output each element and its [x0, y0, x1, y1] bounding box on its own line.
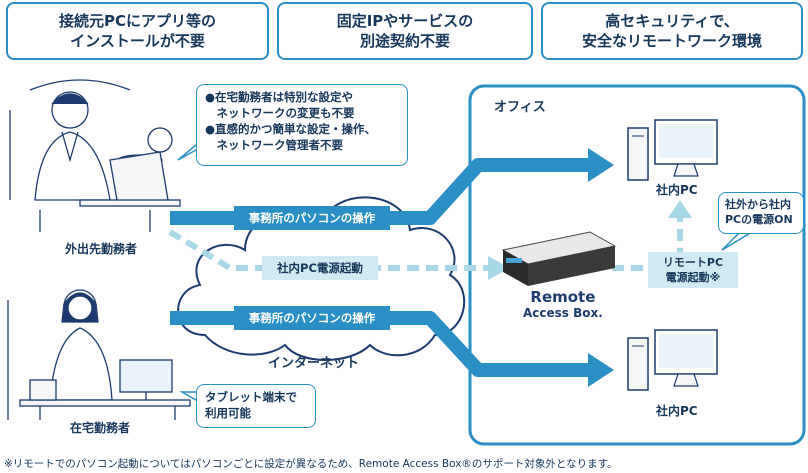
logo-line-2: Access Box. — [523, 306, 603, 320]
remote-access-box-logo: Remote Access Box. — [523, 288, 603, 321]
office-title: オフィス — [494, 100, 546, 115]
remote-access-box-device — [501, 231, 617, 286]
flow-label-operate-top: 事務所のパソコンの操作 — [234, 206, 390, 230]
feature-box-line: 接続元PCにアプリ等の — [58, 12, 216, 30]
footnote: ※リモートでのパソコン起動についてはパソコンごとに設定が異なるため、Remote… — [4, 458, 618, 470]
office-pc-bottom — [627, 329, 718, 391]
flow-label-line: 電源起動※ — [665, 271, 721, 284]
feature-box-no-contract: 固定IPやサービスの 別途契約不要 — [277, 2, 533, 60]
bubble-line: PCの電源ON — [725, 213, 793, 226]
bubble-line: タブレット端末で — [205, 390, 297, 404]
label-outside-worker: 外出先勤務者 — [65, 242, 138, 256]
internet-label: インターネット — [268, 356, 360, 371]
bubble-tablet: タブレット端末で 利用可能 — [196, 384, 316, 428]
feature-box-line: 別途契約不要 — [359, 32, 450, 50]
bubble-line: ネットワーク管理者不要 — [205, 138, 343, 152]
flow-label-line: リモートPC — [662, 256, 724, 269]
bubble-line: ネットワークの変更も不要 — [205, 106, 355, 120]
bubble-line: ●直感的かつ簡単な設定・操作、 — [205, 122, 377, 136]
label-office-pc-top: 社内PC — [656, 183, 698, 197]
bubble-no-settings: ●在宅勤務者は特別な設定や ネットワークの変更も不要 ●直感的かつ簡単な設定・操… — [196, 84, 408, 166]
feature-box-security: 高セキュリティで、 安全なリモートワーク環境 — [541, 2, 803, 60]
feature-box-line: 高セキュリティで、 — [605, 12, 739, 30]
outside-worker-illustration — [9, 79, 181, 232]
bubble-line: 利用可能 — [205, 406, 251, 420]
feature-box-no-install: 接続元PCにアプリ等の インストールが不要 — [6, 2, 269, 60]
feature-box-line: 固定IPやサービスの — [336, 12, 474, 30]
flow-label-power-on: 社内PC電源起動 — [262, 256, 378, 280]
bubble-remote-power: 社外から社内 PCの電源ON — [718, 192, 804, 234]
home-worker-illustration — [7, 289, 191, 420]
feature-box-line: インストールが不要 — [70, 32, 205, 50]
feature-box-line: 安全なリモートワーク環境 — [581, 32, 762, 50]
bubble-line: ●在宅勤務者は特別な設定や — [205, 90, 354, 104]
label-office-pc-bottom: 社内PC — [656, 404, 698, 418]
office-pc-top — [627, 119, 718, 181]
bubble-line: 社外から社内 — [725, 198, 791, 211]
flow-label-remote-power: リモートPC 電源起動※ — [648, 252, 738, 288]
label-home-worker: 在宅勤務者 — [70, 421, 131, 435]
flow-label-operate-bottom: 事務所のパソコンの操作 — [234, 306, 390, 330]
logo-line-1: Remote — [530, 288, 596, 306]
